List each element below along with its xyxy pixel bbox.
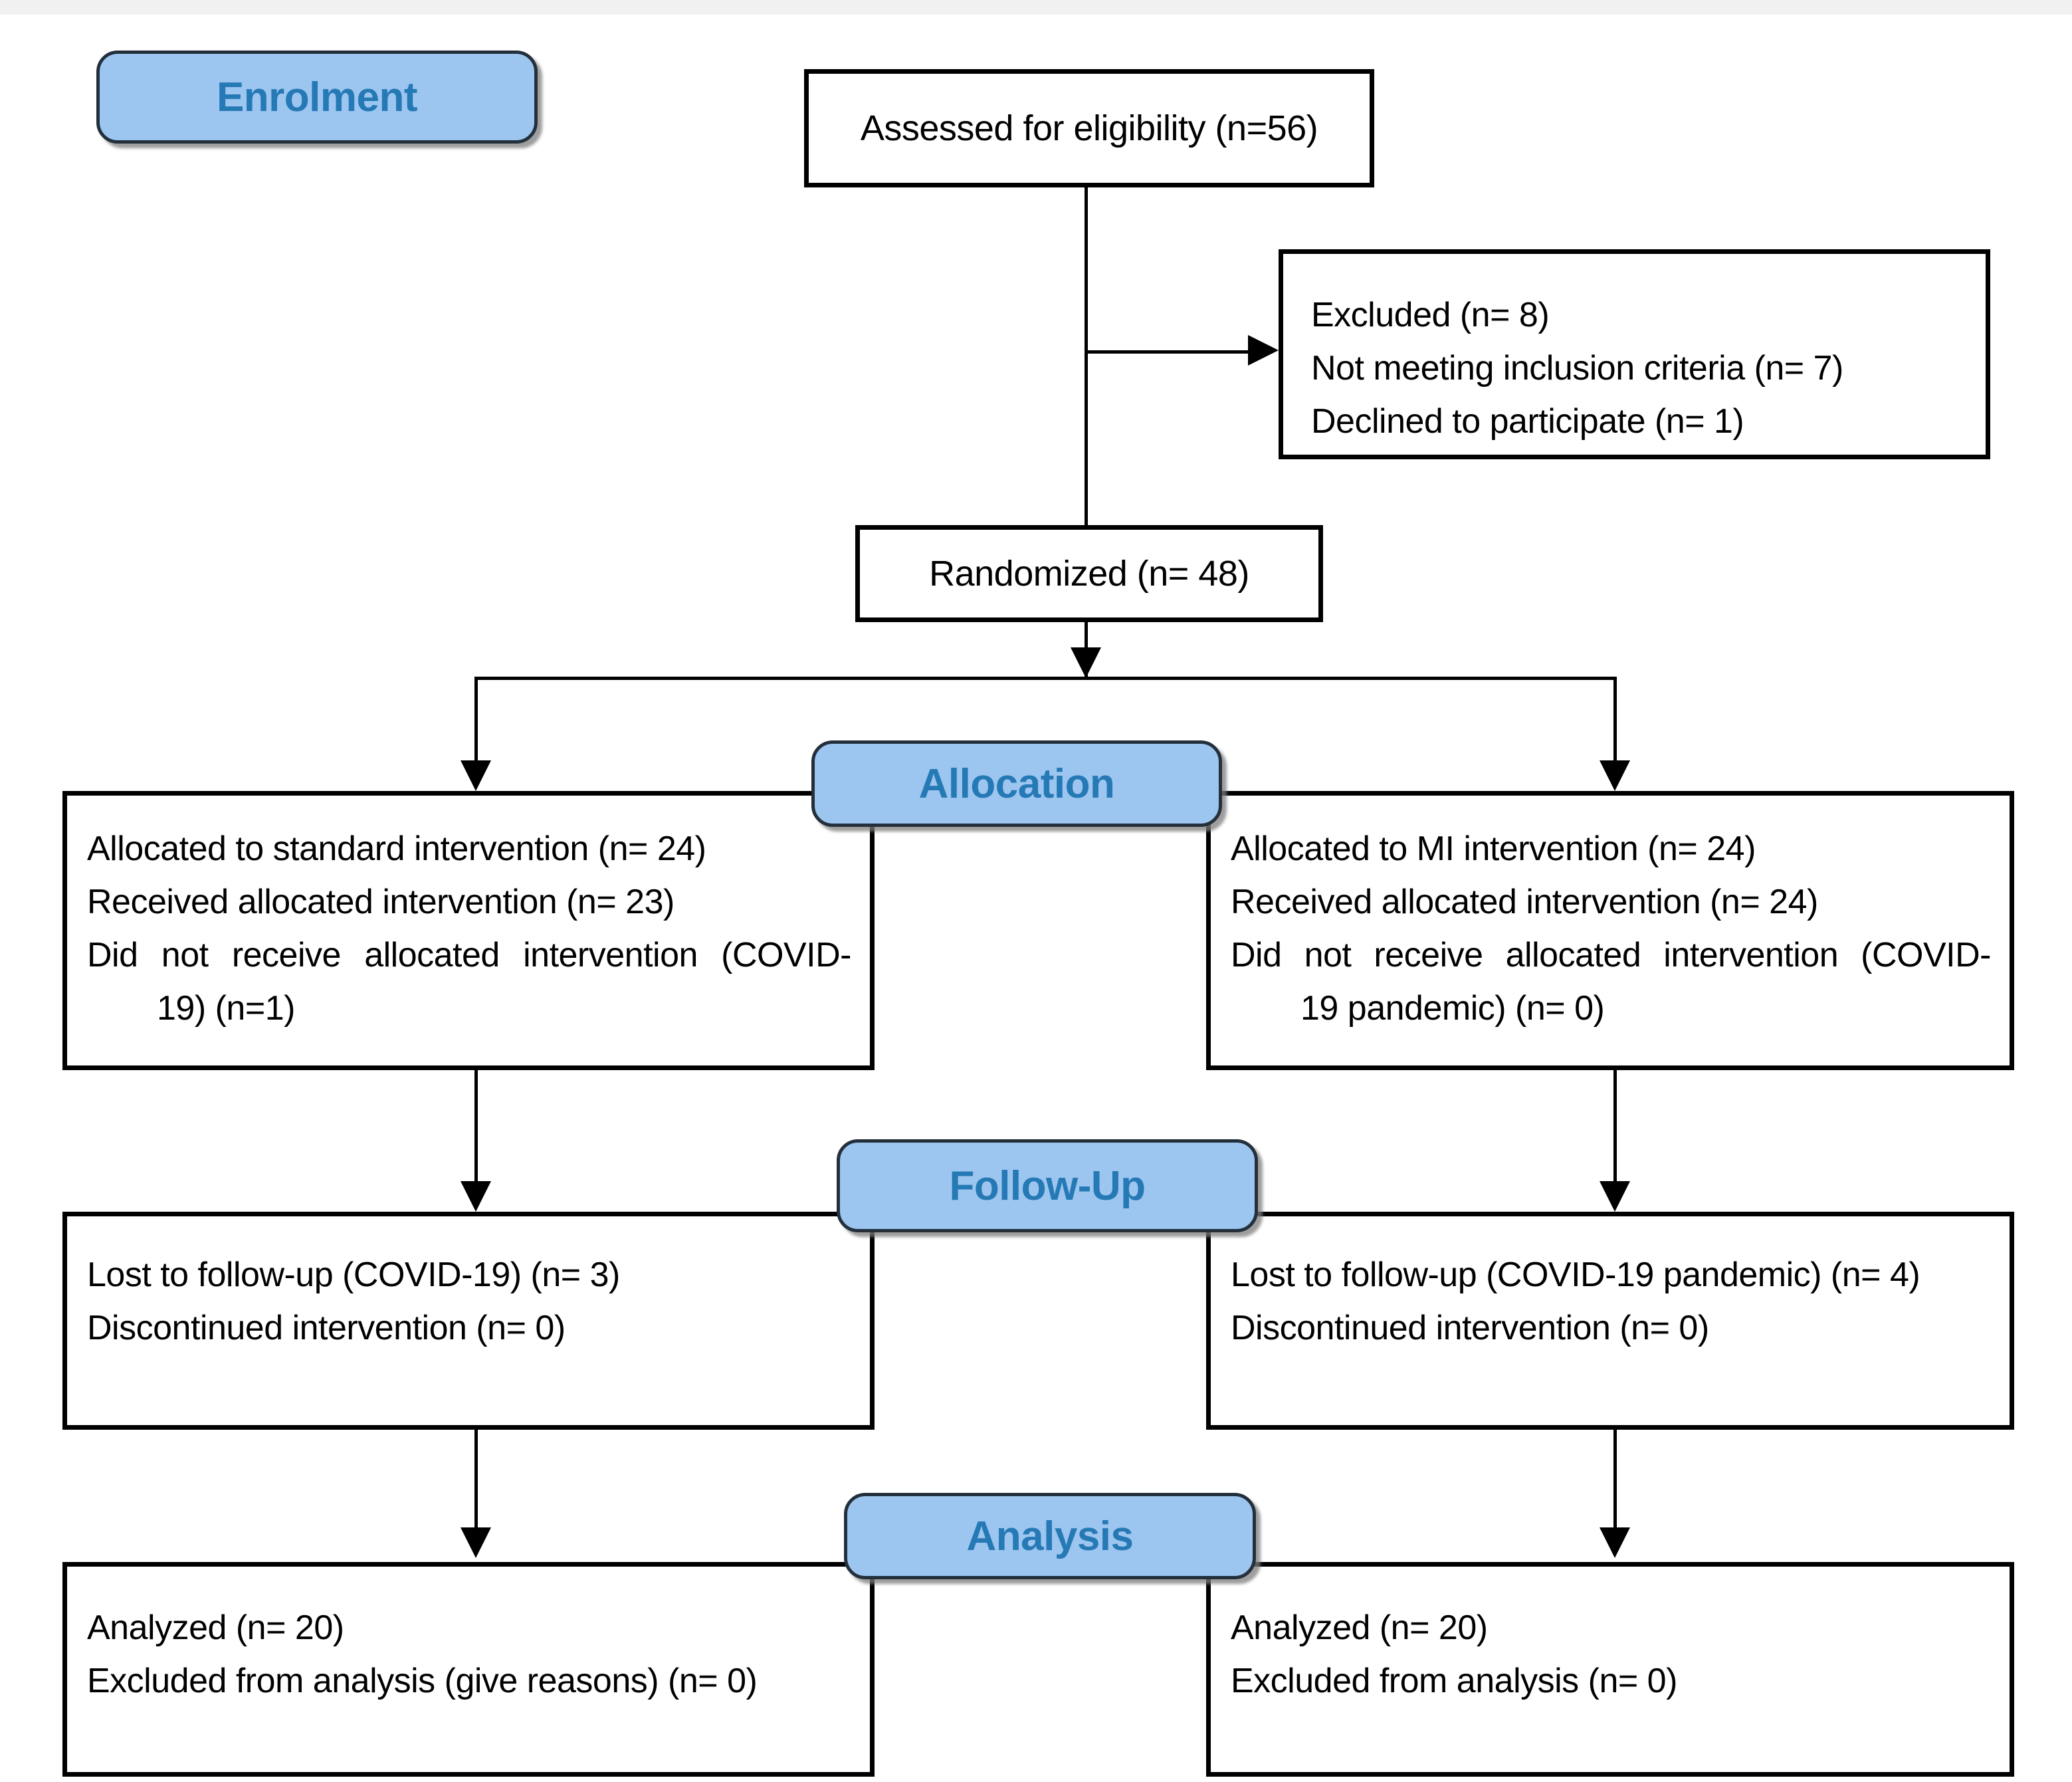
arrowhead-analysis-left	[461, 1527, 491, 1558]
followup-stage-text: Follow-Up	[949, 1163, 1146, 1209]
enrolment-stage-text: Enrolment	[216, 74, 418, 120]
standard-intervention-allocation-box: Allocated to standard intervention (n= 2…	[62, 791, 875, 1070]
arrowhead-excluded	[1248, 335, 1279, 366]
followup-left-line: Discontinued intervention (n= 0)	[87, 1309, 566, 1347]
standard-analysis-box: Analyzed (n= 20) Excluded from analysis …	[62, 1562, 875, 1777]
excluded-line: Not meeting inclusion criteria (n= 7)	[1311, 349, 1843, 388]
followup-left-line: Lost to follow-up (COVID-19) (n= 3)	[87, 1256, 620, 1294]
connector-followup-to-analysis-right	[1613, 1430, 1617, 1528]
analysis-left-line: Analyzed (n= 20)	[87, 1609, 344, 1647]
allocation-left-line: Allocated to standard intervention (n= 2…	[87, 830, 706, 868]
followup-right-line: Discontinued intervention (n= 0)	[1231, 1309, 1709, 1347]
analysis-stage-text: Analysis	[966, 1513, 1134, 1559]
allocation-stage-text: Allocation	[918, 760, 1115, 807]
analysis-right-line: Analyzed (n= 20)	[1231, 1609, 1488, 1647]
connector-followup-to-analysis-left	[474, 1430, 478, 1528]
connector-branch-left	[474, 677, 478, 762]
followup-stage-label: Follow-Up	[837, 1139, 1258, 1232]
allocation-left-line: Received allocated intervention (n= 23)	[87, 883, 674, 921]
arrowhead-allocation-left	[461, 760, 491, 791]
mi-intervention-allocation-box: Allocated to MI intervention (n= 24) Rec…	[1206, 791, 2014, 1070]
allocation-right-line: Did not receive allocated intervention (…	[1231, 936, 1992, 974]
assessed-eligibility-text: Assessed for eligibility (n=56)	[860, 108, 1318, 148]
randomized-text: Randomized (n= 48)	[929, 554, 1249, 594]
assessed-eligibility-box: Assessed for eligibility (n=56)	[804, 69, 1374, 187]
arrowhead-analysis-right	[1600, 1527, 1630, 1558]
analysis-stage-label: Analysis	[844, 1493, 1256, 1579]
connector-split-horizontal	[476, 677, 1617, 680]
mi-followup-box: Lost to follow-up (COVID-19 pandemic) (n…	[1206, 1212, 2014, 1430]
allocation-right-line: Allocated to MI intervention (n= 24)	[1231, 830, 1756, 868]
allocation-stage-label: Allocation	[811, 740, 1222, 827]
mi-analysis-box: Analyzed (n= 20) Excluded from analysis …	[1206, 1562, 2014, 1777]
followup-right-line: Lost to follow-up (COVID-19 pandemic) (n…	[1231, 1256, 1920, 1294]
excluded-line: Excluded (n= 8)	[1311, 296, 1550, 334]
arrowhead-allocation-right	[1600, 760, 1630, 791]
allocation-right-line: Received allocated intervention (n= 24)	[1231, 883, 1818, 921]
arrowhead-followup-right	[1600, 1181, 1630, 1212]
allocation-right-line: 19 pandemic) (n= 0)	[1300, 989, 1605, 1028]
arrowhead-followup-left	[461, 1181, 491, 1212]
arrowhead-split	[1071, 647, 1101, 678]
connector-excluded-branch	[1086, 350, 1249, 354]
randomized-box: Randomized (n= 48)	[855, 525, 1323, 622]
allocation-left-line: Did not receive allocated intervention (…	[87, 936, 852, 974]
analysis-left-line: Excluded from analysis (give reasons) (n…	[87, 1662, 758, 1700]
enrolment-stage-label: Enrolment	[96, 51, 538, 144]
connector-allocation-to-followup-right	[1613, 1070, 1617, 1182]
standard-followup-box: Lost to follow-up (COVID-19) (n= 3) Disc…	[62, 1212, 875, 1430]
allocation-left-line: 19) (n=1)	[157, 989, 295, 1028]
connector-assessed-to-randomized	[1085, 187, 1088, 525]
connector-allocation-to-followup-left	[474, 1070, 478, 1182]
excluded-line: Declined to participate (n= 1)	[1311, 402, 1744, 441]
top-edge-strip	[0, 0, 2072, 15]
analysis-right-line: Excluded from analysis (n= 0)	[1231, 1662, 1677, 1700]
connector-branch-right	[1613, 677, 1617, 762]
excluded-box: Excluded (n= 8) Not meeting inclusion cr…	[1279, 249, 1990, 459]
